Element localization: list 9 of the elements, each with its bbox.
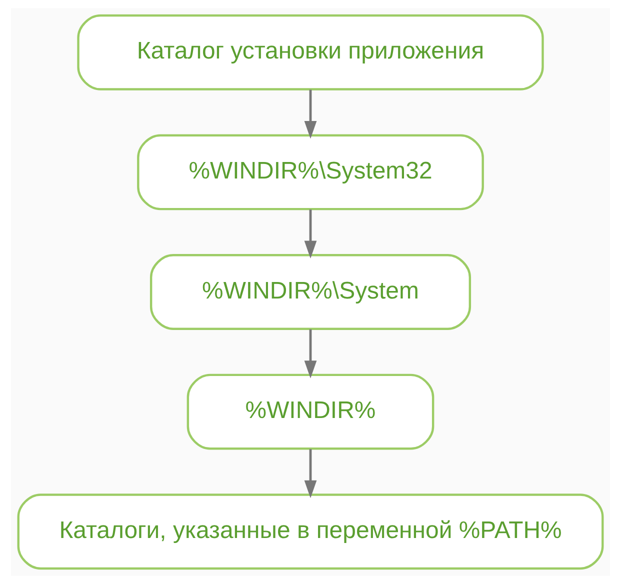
- node-box: %WINDIR%\System: [149, 254, 471, 330]
- node-box: Каталог установки приложения: [76, 14, 544, 90]
- arrow: [304, 210, 316, 259]
- node-box: Каталоги, указанные в переменной %PATH%: [16, 494, 604, 570]
- arrow: [304, 90, 316, 139]
- node-box: %WINDIR%\System32: [136, 134, 484, 210]
- node-box: %WINDIR%: [186, 374, 434, 450]
- arrow: [304, 449, 316, 498]
- arrow: [304, 329, 316, 378]
